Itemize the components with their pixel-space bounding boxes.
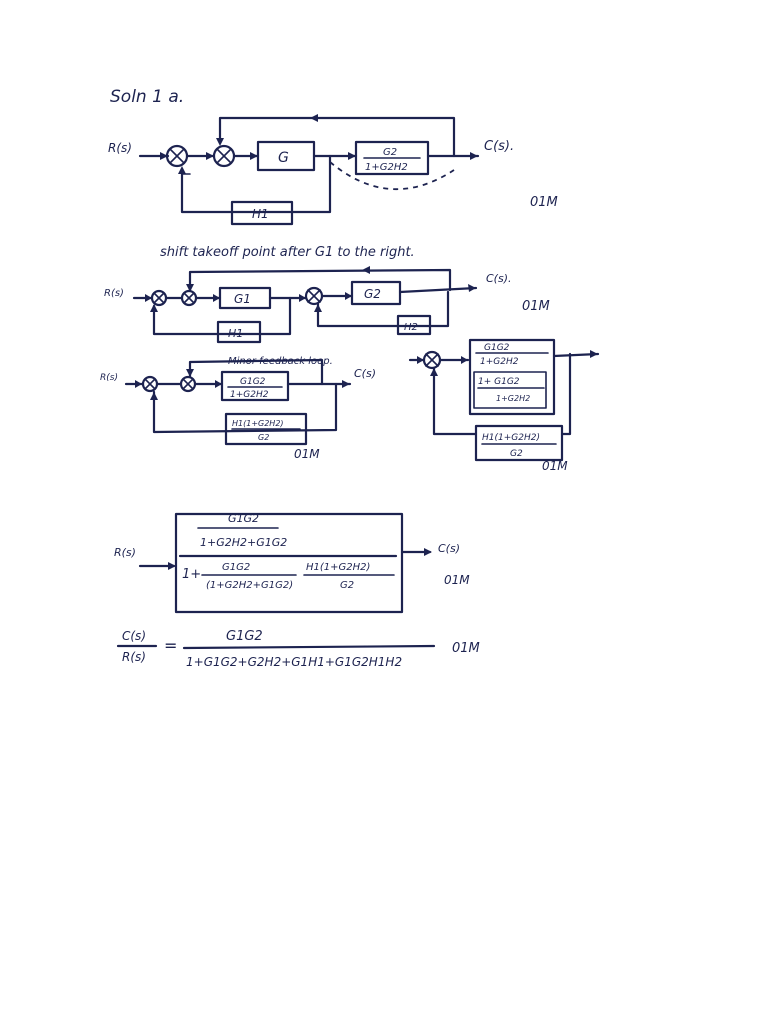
- step5-den: 1+G2H2+G1G2: [200, 536, 287, 549]
- step2-mark: 01M: [522, 299, 550, 314]
- step2-diagram: R(s) G1 G2 C(s).: [104, 266, 550, 344]
- step3-forward-den: 1+G2H2: [230, 390, 269, 400]
- step2-block-h1-label: H1: [228, 327, 243, 340]
- step1-input-label: R(s): [108, 141, 132, 155]
- final-lhs-den: R(s): [122, 650, 146, 664]
- step5-block: [174, 512, 404, 614]
- shift-note: shift takeoff point after G1 to the righ…: [160, 245, 415, 260]
- step3-input-label: R(s): [100, 373, 118, 383]
- step2-block-g2-label: G2: [364, 287, 381, 301]
- step4-top-den: 1+G2H2: [480, 357, 519, 367]
- step1-block-g1-label: G: [278, 150, 289, 166]
- step4-mark: 01M: [542, 459, 568, 473]
- step4-summing-junction: [422, 350, 442, 370]
- step3-diagram: Minor feedback loop. R(s) G1G2 1+G2H2 C(…: [100, 356, 376, 461]
- step1-summing-junction-1: [165, 144, 189, 168]
- step4-feedback-block: [474, 424, 564, 462]
- step4-inner-block: [473, 371, 547, 409]
- final-transfer-function: C(s) R(s) = G1G2 1+G1G2+G2H2+G1H1+G1G2H1…: [116, 629, 480, 669]
- step3-summing-junction-1: [141, 375, 159, 393]
- step5-diagram: R(s) G1G2 1+G2H2+G1G2 1+ G1G2 (1+G2H2+G1…: [114, 512, 470, 614]
- step2-summing-junction-3: [304, 286, 324, 306]
- final-mark: 01M: [452, 641, 480, 656]
- step5-num: G1G2: [228, 512, 259, 525]
- step1-block-g2-den: 1+G2H2: [365, 162, 408, 173]
- final-rhs-num: G1G2: [226, 629, 263, 644]
- step5-output-label: C(s): [438, 542, 460, 555]
- step3-forward-block: [220, 370, 290, 402]
- step5-low-den: (1+G2H2+G1G2): [206, 580, 293, 591]
- step4-top-num: G1G2: [484, 343, 510, 353]
- step4-mid-num: 1+ G1G2: [478, 377, 520, 387]
- final-lhs-num: C(s): [122, 629, 146, 643]
- step1-block-h1-label: H1: [252, 207, 269, 221]
- step5-input-label: R(s): [114, 546, 136, 559]
- step4-feedback-num: H1(1+G2H2): [482, 433, 540, 443]
- step3-summing-junction-2: [179, 375, 197, 393]
- step2-block-h1: [216, 320, 262, 344]
- step5-mark: 01M: [444, 573, 470, 587]
- step3-output-label: C(s): [354, 367, 376, 380]
- step4-diagram: G1G2 1+G2H2 1+ G1G2 1+G2H2 H1(1+G2H2) G2…: [408, 338, 600, 473]
- step1-diagram: R(s) G G2 1+G2H2 C(s).: [108, 114, 558, 226]
- step2-output-label: C(s).: [486, 272, 512, 285]
- step3-feedback-block: [224, 412, 308, 446]
- step2-block-h2: [396, 314, 432, 336]
- step1-summing-junction-2: [212, 144, 236, 168]
- step3-feedback-num: H1(1+G2H2): [232, 419, 284, 428]
- step2-summing-junction-1: [150, 289, 168, 307]
- step3-feedback-den: G2: [258, 433, 269, 442]
- step3-mark: 01M: [294, 447, 320, 461]
- step4-feedback-den: G2: [510, 449, 523, 459]
- step1-mark: 01M: [530, 195, 558, 210]
- step1-output-label: C(s).: [484, 139, 514, 154]
- step2-block-h2-label: H2: [404, 322, 418, 333]
- step2-summing-junction-2: [180, 289, 198, 307]
- step5-low-num: G1G2: [222, 562, 250, 573]
- step1-block-g2: [354, 140, 430, 176]
- step5-low-frac-den: G2: [340, 580, 354, 591]
- step4-outer-block: [468, 338, 556, 416]
- step3-forward-num: G1G2: [240, 377, 266, 387]
- solution-title: Soln 1 a.: [110, 87, 184, 107]
- final-rhs-den: 1+G1G2+G2H2+G1H1+G1G2H1H2: [186, 655, 402, 669]
- final-equals: =: [164, 636, 177, 655]
- step1-block-g2-num: G2: [383, 147, 397, 158]
- step5-low-frac-num: H1(1+G2H2): [306, 562, 370, 573]
- step1-block-h1: [230, 200, 294, 226]
- step2-block-g1-label: G1: [234, 292, 251, 306]
- step4-mid-den: 1+G2H2: [496, 394, 530, 403]
- step2-input-label: R(s): [104, 288, 124, 299]
- step5-low-prefix: 1+: [182, 567, 201, 582]
